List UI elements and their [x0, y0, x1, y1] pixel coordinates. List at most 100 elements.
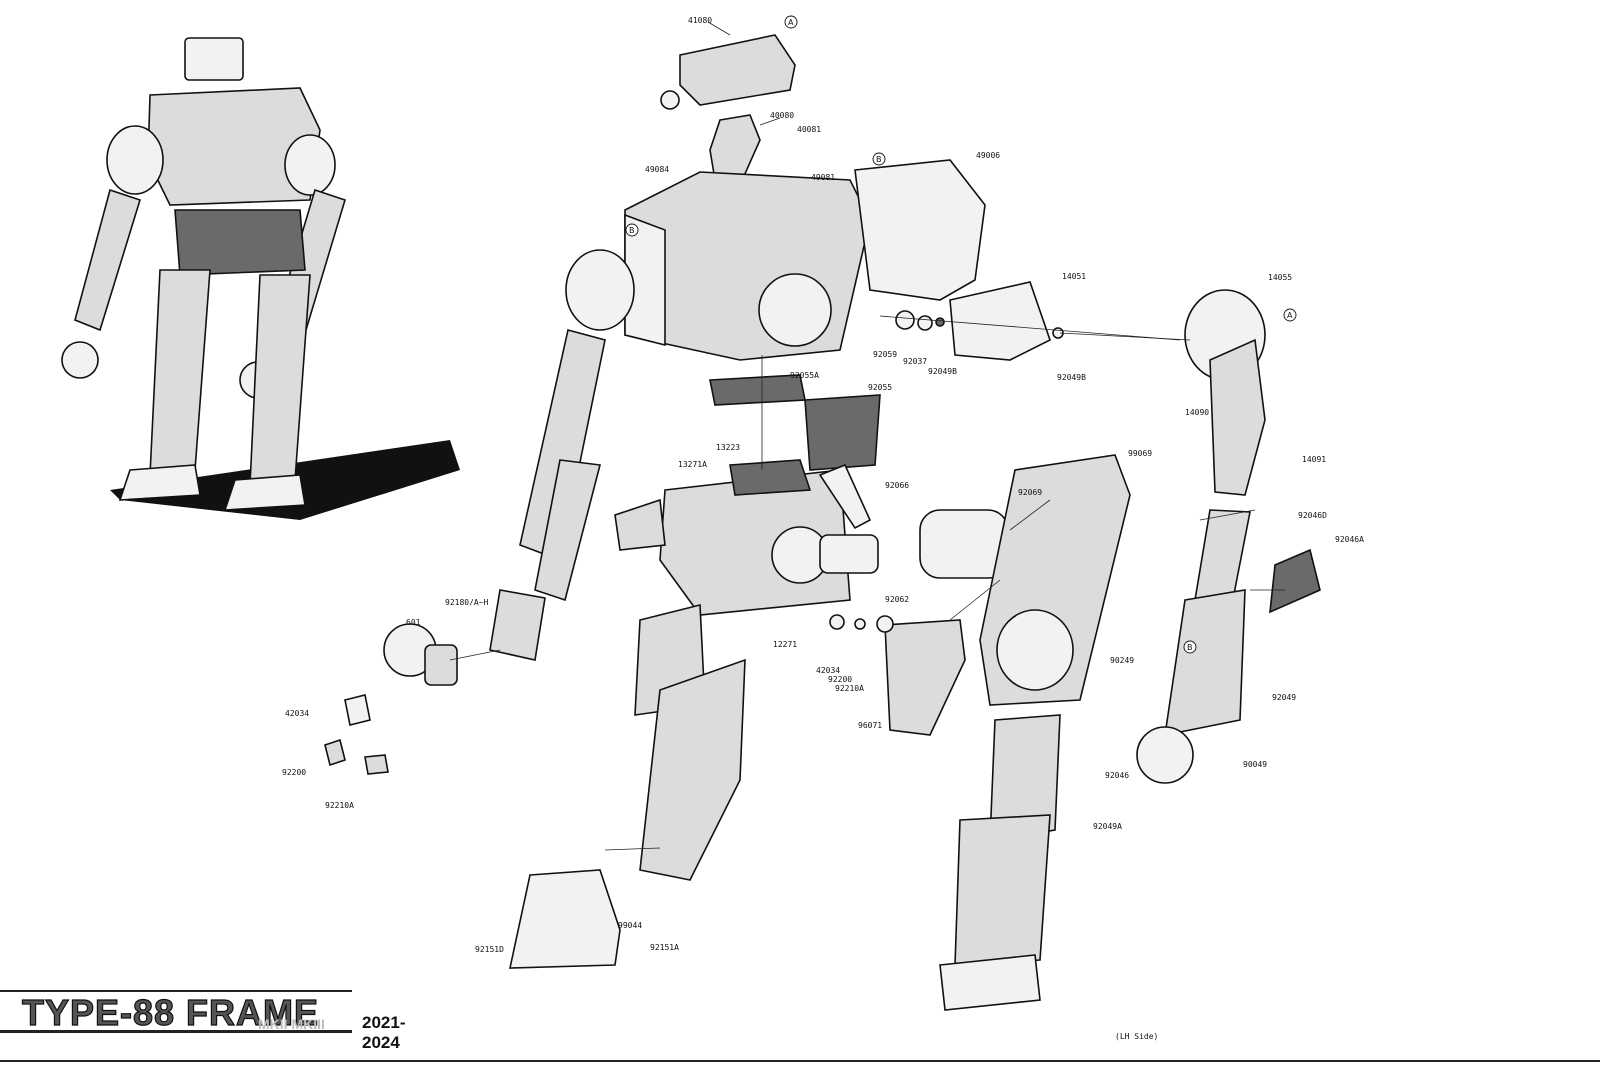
callout-a-shoulder: A	[1287, 311, 1293, 320]
robot-hip	[174, 209, 306, 276]
part-head-sensor	[679, 34, 796, 106]
title-rule-mid	[0, 1030, 352, 1033]
label-13271a: 13271A	[678, 460, 707, 469]
label-92046: 92046	[1105, 771, 1129, 780]
label-92049: 92049	[1272, 693, 1296, 702]
part-left-foot-99044	[509, 869, 621, 969]
robot-left-hand	[61, 341, 99, 379]
callout-b-torso: B	[629, 226, 635, 235]
title-block: TYPE-88 FRAME MKII MKIII 2021-2024	[0, 970, 405, 1067]
callout-letters: A B B A B	[625, 15, 1297, 654]
part-right-foot	[939, 954, 1041, 1011]
robot-left-shoulder	[106, 125, 164, 195]
label-96071: 96071	[858, 721, 882, 730]
exploded-parts	[324, 34, 1321, 1011]
label-12271: 12271	[773, 640, 797, 649]
label-92180: 92180/A~H	[445, 598, 489, 607]
part-ring-92037	[917, 315, 933, 331]
part-hip-axle-92062	[819, 534, 879, 574]
part-bearing-42034	[829, 614, 845, 630]
label-92210a-a: 92210A	[835, 684, 864, 693]
label-99069: 99069	[1128, 449, 1152, 458]
label-92151a: 92151A	[650, 943, 679, 952]
part-left-wrist-block	[489, 589, 546, 661]
part-shoulder-actuator	[949, 281, 1051, 361]
part-hip-link-92055	[804, 394, 881, 471]
label-601: 601	[406, 618, 421, 627]
robot-left-leg	[149, 269, 211, 476]
label-49081: 49081	[811, 173, 835, 182]
label-90049: 90049	[1243, 760, 1267, 769]
label-92059: 92059	[873, 350, 897, 359]
callout-b-backpack: B	[876, 155, 882, 164]
label-49084: 49084	[645, 165, 669, 174]
part-right-hand	[1136, 726, 1194, 784]
part-hand-fingers	[424, 644, 458, 686]
label-92066: 92066	[885, 481, 909, 490]
part-right-shin-92046	[989, 714, 1061, 841]
drawing-variants: MKII MKIII	[258, 1016, 325, 1032]
part-washer-92200	[854, 618, 866, 630]
robot-right-leg	[249, 274, 311, 486]
label-92046d: 92046D	[1298, 511, 1327, 520]
part-right-lower-leg	[954, 814, 1051, 966]
drawing-years: 2021-2024	[362, 1013, 406, 1052]
label-41080: 41080	[688, 16, 712, 25]
label-92062: 92062	[885, 595, 909, 604]
label-40080: 40080	[770, 111, 794, 120]
label-92069: 92069	[1018, 488, 1042, 497]
label-42034-b: 42034	[285, 709, 309, 718]
bottom-rule	[0, 1060, 1600, 1062]
label-92055: 92055	[868, 383, 892, 392]
label-92200-a: 92200	[828, 675, 852, 684]
label-42034-a: 42034	[816, 666, 840, 675]
label-92049a: 92049A	[1093, 822, 1122, 831]
part-camera-lens	[660, 90, 680, 110]
part-labels: 41080 40080 40081 49084 49081 49006 1405…	[282, 16, 1364, 954]
label-14055: 14055	[1268, 273, 1292, 282]
drawing-title: TYPE-88 FRAME	[21, 991, 320, 1033]
label-92037: 92037	[903, 357, 927, 366]
label-49006: 49006	[976, 151, 1000, 160]
robot-right-foot	[223, 474, 306, 511]
label-92200-b: 92200	[282, 768, 306, 777]
part-knee-cover-96071	[884, 619, 966, 736]
robot-left-arm	[74, 188, 141, 332]
part-bearing-92059	[895, 310, 915, 330]
label-90249: 90249	[1110, 656, 1134, 665]
part-right-lower-arm	[1164, 589, 1246, 737]
part-right-arm-plate	[1269, 548, 1321, 614]
part-right-knee-90249	[996, 609, 1074, 691]
label-14090: 14090	[1185, 408, 1209, 417]
label-14051: 14051	[1062, 272, 1086, 281]
callout-a-top: A	[788, 18, 794, 27]
robot-sensor-head	[184, 37, 244, 81]
label-92055a: 92055A	[790, 371, 819, 380]
label-92046a: 92046A	[1335, 535, 1364, 544]
part-finger-segment-c	[364, 754, 389, 775]
part-left-forearm	[534, 459, 602, 602]
label-14091: 14091	[1302, 455, 1326, 464]
part-ring-92210a	[876, 615, 894, 633]
part-left-shoulder	[565, 249, 635, 331]
part-left-shin	[639, 658, 746, 881]
part-finger-segment-a	[344, 694, 371, 726]
label-40081: 40081	[797, 125, 821, 134]
label-92210a-b: 92210A	[325, 801, 354, 810]
leader-lines	[449, 21, 1285, 851]
title-rule-top	[0, 990, 352, 992]
part-backpack	[854, 159, 986, 301]
part-nut-92049b	[935, 317, 945, 327]
robot-right-shoulder	[284, 134, 336, 196]
label-92151d: 92151D	[475, 945, 504, 954]
part-hip-top-13223	[729, 459, 812, 496]
part-pin-92066	[818, 463, 872, 530]
part-hip-clip-13271a	[614, 498, 666, 551]
label-13223: 13223	[716, 443, 740, 452]
label-99044: 99044	[618, 921, 642, 930]
label-92049b-2: 92049B	[1057, 373, 1086, 382]
label-92049b: 92049B	[928, 367, 957, 376]
callout-b-arm: B	[1187, 643, 1193, 652]
part-torso-joint	[758, 273, 832, 347]
